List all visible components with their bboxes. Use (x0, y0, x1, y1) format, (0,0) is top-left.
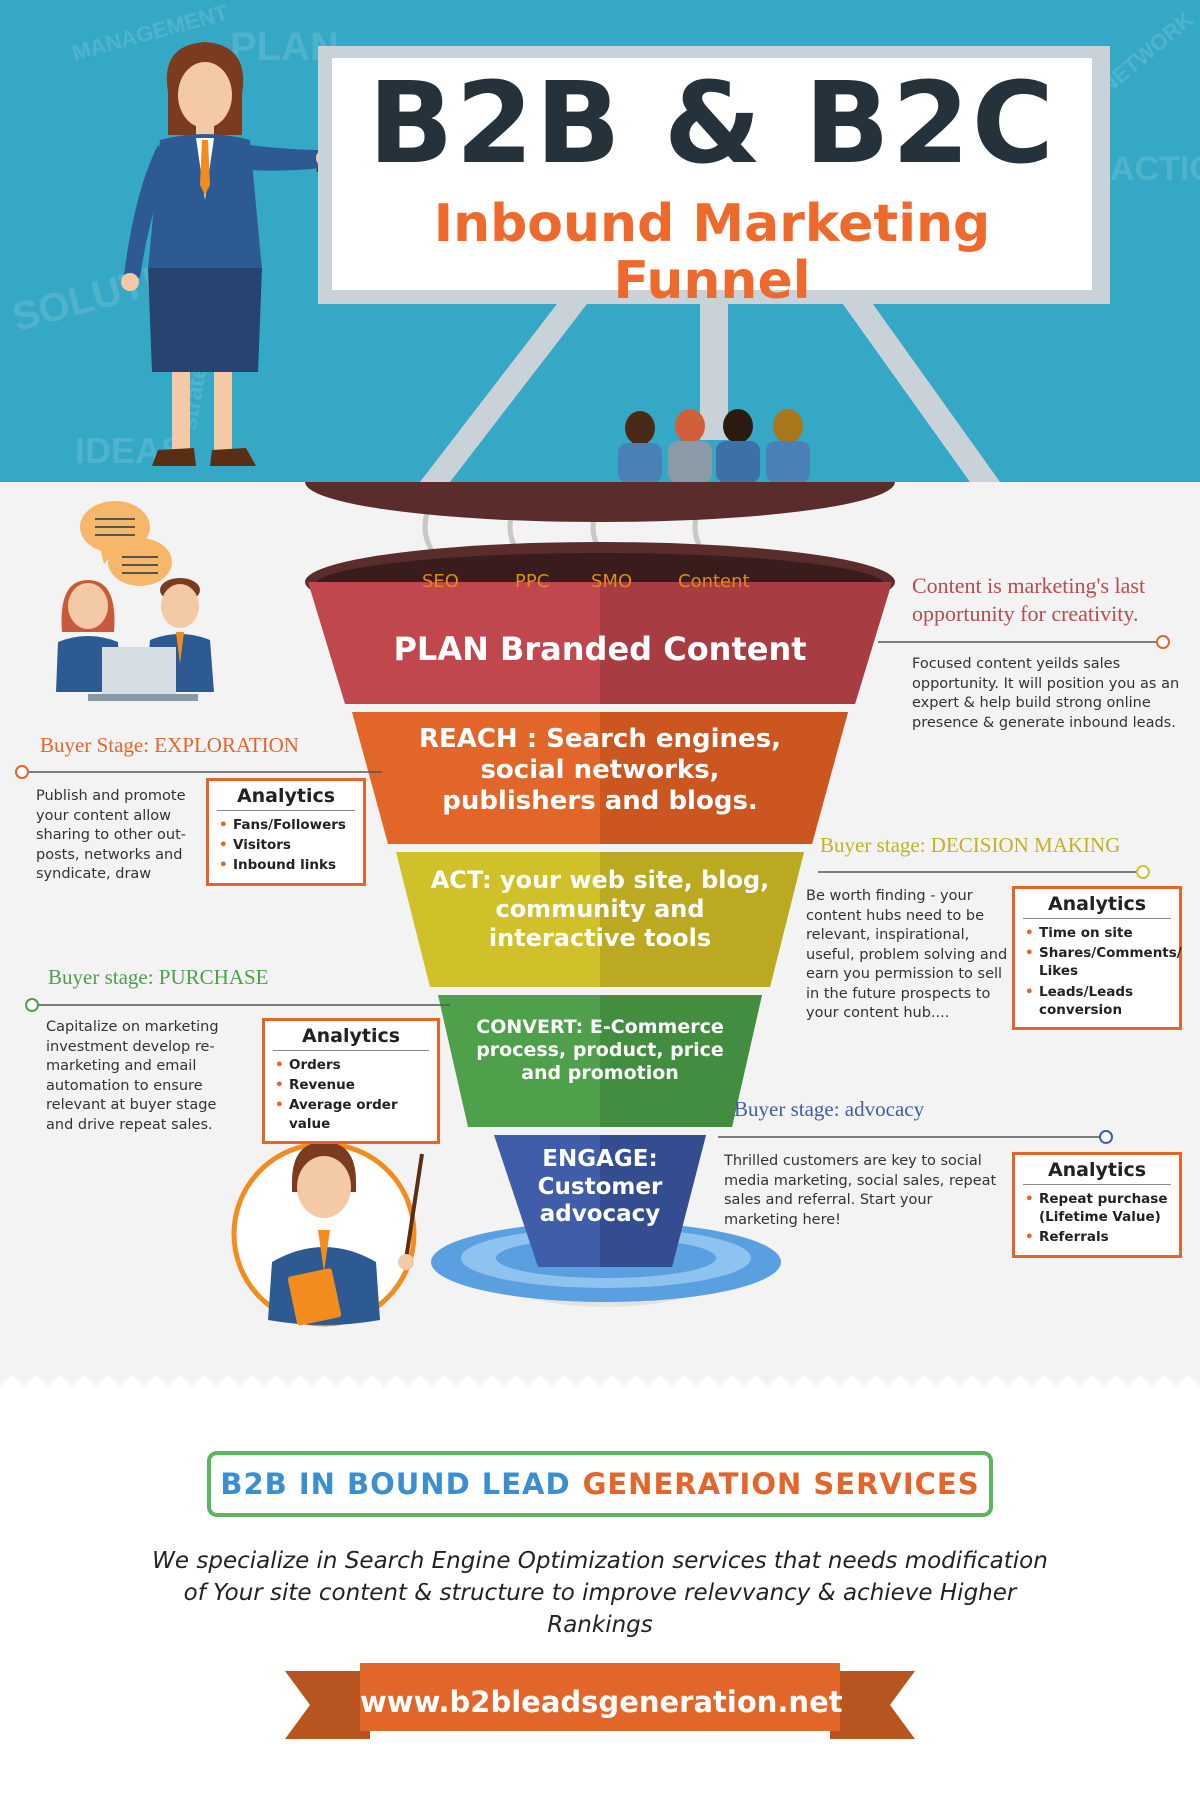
analytics-box-exploration: Analytics Fans/Followers Visitors Inboun… (206, 778, 366, 886)
analytics-title: Analytics (1023, 1159, 1171, 1185)
decision-text: Be worth finding - your content hubs nee… (806, 888, 1008, 1022)
page-title: B2B & B2C (368, 59, 1056, 189)
purchase-text: Capitalize on marketing investment devel… (46, 1019, 219, 1133)
keyword-smo: SMO (591, 571, 633, 592)
services-title-part1: B2B IN BOUND LEAD (220, 1467, 571, 1501)
header-banner: MANAGEMENT PLAN SOLUTION IDEAS strategy … (0, 0, 1200, 482)
funnel-section: SEO PPC SMO Content PLAN Branded Content… (0, 482, 1200, 1387)
analytics-item: Inbound links (217, 856, 355, 874)
tier-label-engage: ENGAGE: Customer advocacy (537, 1146, 663, 1228)
businessman-folder-illustration (231, 1141, 424, 1327)
stage-decision-label: Buyer stage: DECISION MAKING (820, 833, 1121, 857)
funnel-graphic (15, 482, 1170, 1327)
analytics-item: Fans/Followers (217, 816, 355, 834)
analytics-title: Analytics (1023, 893, 1171, 919)
keyword-content: Content (678, 571, 750, 592)
analytics-item: Revenue (273, 1076, 429, 1094)
tier-label-convert: CONVERT: E-Commerce process, product, pr… (476, 1016, 724, 1084)
footer-section: B2B IN BOUND LEAD GENERATION SERVICES We… (0, 1375, 1200, 1800)
advocacy-text: Thrilled customers are key to social med… (724, 1153, 997, 1228)
zigzag-divider (0, 1375, 1200, 1399)
connector-lines (15, 635, 1170, 1144)
audience-group (618, 409, 810, 482)
stage-purchase-label: Buyer stage: PURCHASE (48, 965, 269, 989)
analytics-item: Orders (273, 1056, 429, 1074)
exploration-text: Publish and promote your content allow s… (36, 788, 187, 883)
services-banner: B2B IN BOUND LEAD GENERATION SERVICES (207, 1451, 993, 1517)
analytics-title: Analytics (217, 785, 355, 811)
analytics-box-decision: Analytics Time on site Shares/Comments/ … (1012, 886, 1182, 1031)
tier-label-plan: PLAN Branded Content (393, 630, 807, 668)
analytics-item: Repeat purchase (Lifetime Value) (1023, 1190, 1171, 1226)
analytics-item: Shares/Comments/ Likes (1023, 944, 1182, 980)
analytics-item: Referrals (1023, 1228, 1171, 1246)
creativity-text: Focused content yeilds sales opportunity… (912, 656, 1180, 731)
team-discussion-illustration (56, 501, 214, 701)
analytics-box-advocacy: Analytics Repeat purchase (Lifetime Valu… (1012, 1152, 1182, 1258)
website-url-link[interactable]: www.b2bleadsgeneration.net (360, 1685, 843, 1719)
services-title-part2: GENERATION SERVICES (582, 1467, 980, 1501)
analytics-item: Time on site (1023, 924, 1171, 942)
services-tagline: We specialize in Search Engine Optimizat… (152, 1548, 1048, 1639)
analytics-item: Average order value (273, 1096, 429, 1132)
analytics-item: Visitors (217, 836, 355, 854)
analytics-item: Leads/Leads conversion (1023, 983, 1171, 1019)
page-subtitle: Inbound Marketing Funnel (433, 194, 991, 312)
stage-advocacy-label: Buyer stage: advocacy (734, 1097, 925, 1121)
url-ribbon (285, 1663, 915, 1739)
tier-label-act: ACT: your web site, blog, community and … (430, 866, 770, 952)
presentation-illustration (121, 42, 1000, 482)
keyword-ppc: PPC (515, 571, 550, 592)
doodle-text: ACTION (1110, 150, 1200, 188)
analytics-box-purchase: Analytics Orders Revenue Average order v… (262, 1018, 440, 1144)
analytics-title: Analytics (273, 1025, 429, 1051)
title-board (332, 58, 1092, 290)
stage-exploration-label: Buyer Stage: EXPLORATION (40, 733, 299, 757)
presenter-woman (121, 42, 362, 466)
keyword-seo: SEO (422, 571, 459, 592)
tier-label-reach: REACH : Search engines, social networks,… (418, 724, 782, 817)
creativity-heading: Content is marketing's last opportunity … (912, 573, 1146, 626)
